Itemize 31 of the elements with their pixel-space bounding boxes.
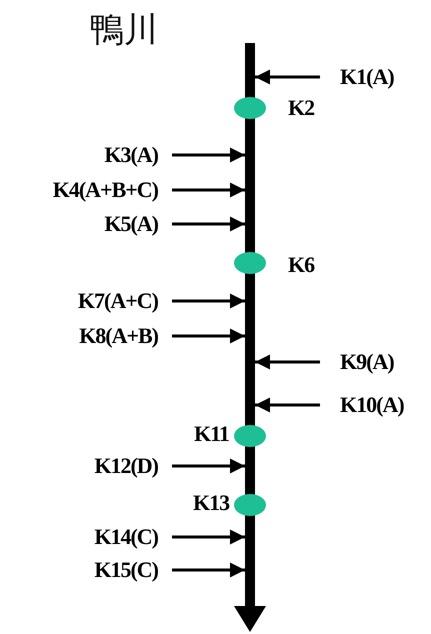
station-label: K11 [194,422,229,446]
station-dot [234,494,266,516]
arrow [172,328,245,344]
station-dot [234,97,266,119]
arrow [255,70,320,84]
station-label: K6 [288,253,314,277]
arrow [172,182,245,198]
inflow-label: K4(A+B+C) [52,178,172,202]
inflow-label: K7(A+C) [78,289,172,313]
arrow [255,398,320,412]
arrow [172,458,245,474]
station-label: K2 [288,96,314,120]
arrow [172,294,245,308]
river-name: 鴨川 [90,10,158,50]
station-dot [234,425,266,447]
inflow-label: K12(D) [94,454,172,478]
arrow [172,530,245,544]
inflow-label: K15(C) [94,558,172,582]
inflow-label: K5(A) [104,212,172,236]
arrow [172,148,245,162]
station-dot [234,252,266,274]
inflow-label: K1(A) [320,65,394,89]
inflow-label: K3(A) [104,143,172,167]
inflow-label: K9(A) [320,350,394,374]
arrow [255,354,320,370]
station-label: K13 [193,491,230,515]
arrow [172,562,245,578]
arrow [172,216,245,232]
inflow-label: K10(A) [320,393,404,417]
inflow-label: K14(C) [94,525,172,549]
inflow-label: K8(A+B) [79,324,172,348]
